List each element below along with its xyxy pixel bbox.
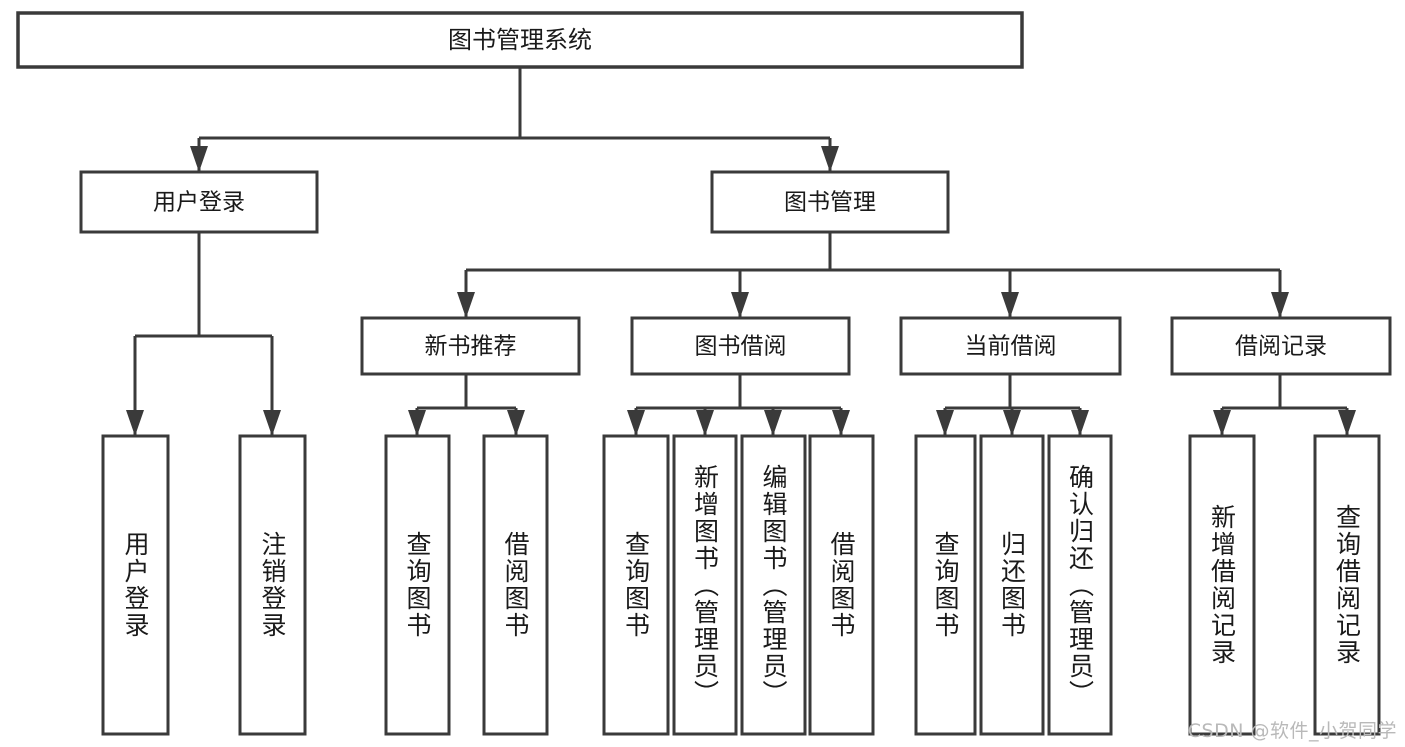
arrow-head-icon bbox=[764, 410, 782, 436]
node-label-borrow-record: 借阅记录 bbox=[1235, 334, 1327, 360]
node-box-cb-return-book[interactable] bbox=[979, 434, 1045, 736]
arrow-head-icon bbox=[1001, 292, 1019, 318]
arrow-head-icon bbox=[1271, 292, 1289, 318]
arrow-head-icon bbox=[1003, 410, 1021, 436]
arrow-head-icon bbox=[190, 146, 208, 172]
node-box-book-borrow[interactable] bbox=[630, 316, 851, 376]
arrow-head-icon bbox=[1338, 410, 1356, 436]
node-box-new-book-recommend[interactable] bbox=[360, 316, 581, 376]
arrow-head-icon bbox=[1213, 410, 1231, 436]
arrow-head-icon bbox=[936, 410, 954, 436]
arrow-head-icon bbox=[126, 410, 144, 436]
node-box-book-manage[interactable] bbox=[710, 170, 950, 234]
watermark: CSDN @软件_小贺同学 bbox=[1187, 720, 1397, 742]
node-box-br-add-record[interactable] bbox=[1188, 434, 1256, 736]
arrow-head-icon bbox=[696, 410, 714, 436]
arrow-head-icon bbox=[263, 410, 281, 436]
node-box-user-login-logout[interactable] bbox=[238, 434, 307, 736]
arrow-head-icon bbox=[507, 410, 525, 436]
node-box-bb-add-book[interactable] bbox=[672, 434, 738, 736]
node-box-cb-query-book[interactable] bbox=[914, 434, 977, 736]
node-box-bb-query-book[interactable] bbox=[602, 434, 670, 736]
node-box-layer bbox=[16, 11, 1392, 736]
arrow-head-icon bbox=[1071, 410, 1089, 436]
arrow-head-icon bbox=[457, 292, 475, 318]
node-label-current-borrow: 当前借阅 bbox=[965, 334, 1057, 360]
node-box-bb-borrow-book[interactable] bbox=[808, 434, 875, 736]
node-box-nbr-borrow-book[interactable] bbox=[482, 434, 549, 736]
node-box-br-query-record[interactable] bbox=[1313, 434, 1381, 736]
node-label-book-manage: 图书管理 bbox=[784, 190, 876, 216]
node-box-nbr-query-book[interactable] bbox=[384, 434, 451, 736]
node-box-user-login[interactable] bbox=[79, 170, 319, 234]
node-box-cb-confirm-return[interactable] bbox=[1047, 434, 1113, 736]
node-box-bb-edit-book[interactable] bbox=[740, 434, 807, 736]
node-label-new-book-recommend: 新书推荐 bbox=[425, 334, 517, 360]
arrow-head-icon bbox=[832, 410, 850, 436]
arrow-head-icon bbox=[731, 292, 749, 318]
arrow-head-icon bbox=[627, 410, 645, 436]
arrow-head-icon bbox=[821, 146, 839, 172]
node-label-book-borrow: 图书借阅 bbox=[695, 334, 787, 360]
node-box-root[interactable] bbox=[16, 11, 1024, 69]
node-box-user-login-login[interactable] bbox=[101, 434, 170, 736]
arrow-head-icon bbox=[408, 410, 426, 436]
node-box-current-borrow[interactable] bbox=[899, 316, 1122, 376]
node-label-root: 图书管理系统 bbox=[448, 26, 592, 54]
connector-layer bbox=[126, 67, 1356, 436]
node-label-user-login: 用户登录 bbox=[153, 190, 245, 216]
node-box-borrow-record[interactable] bbox=[1170, 316, 1392, 376]
